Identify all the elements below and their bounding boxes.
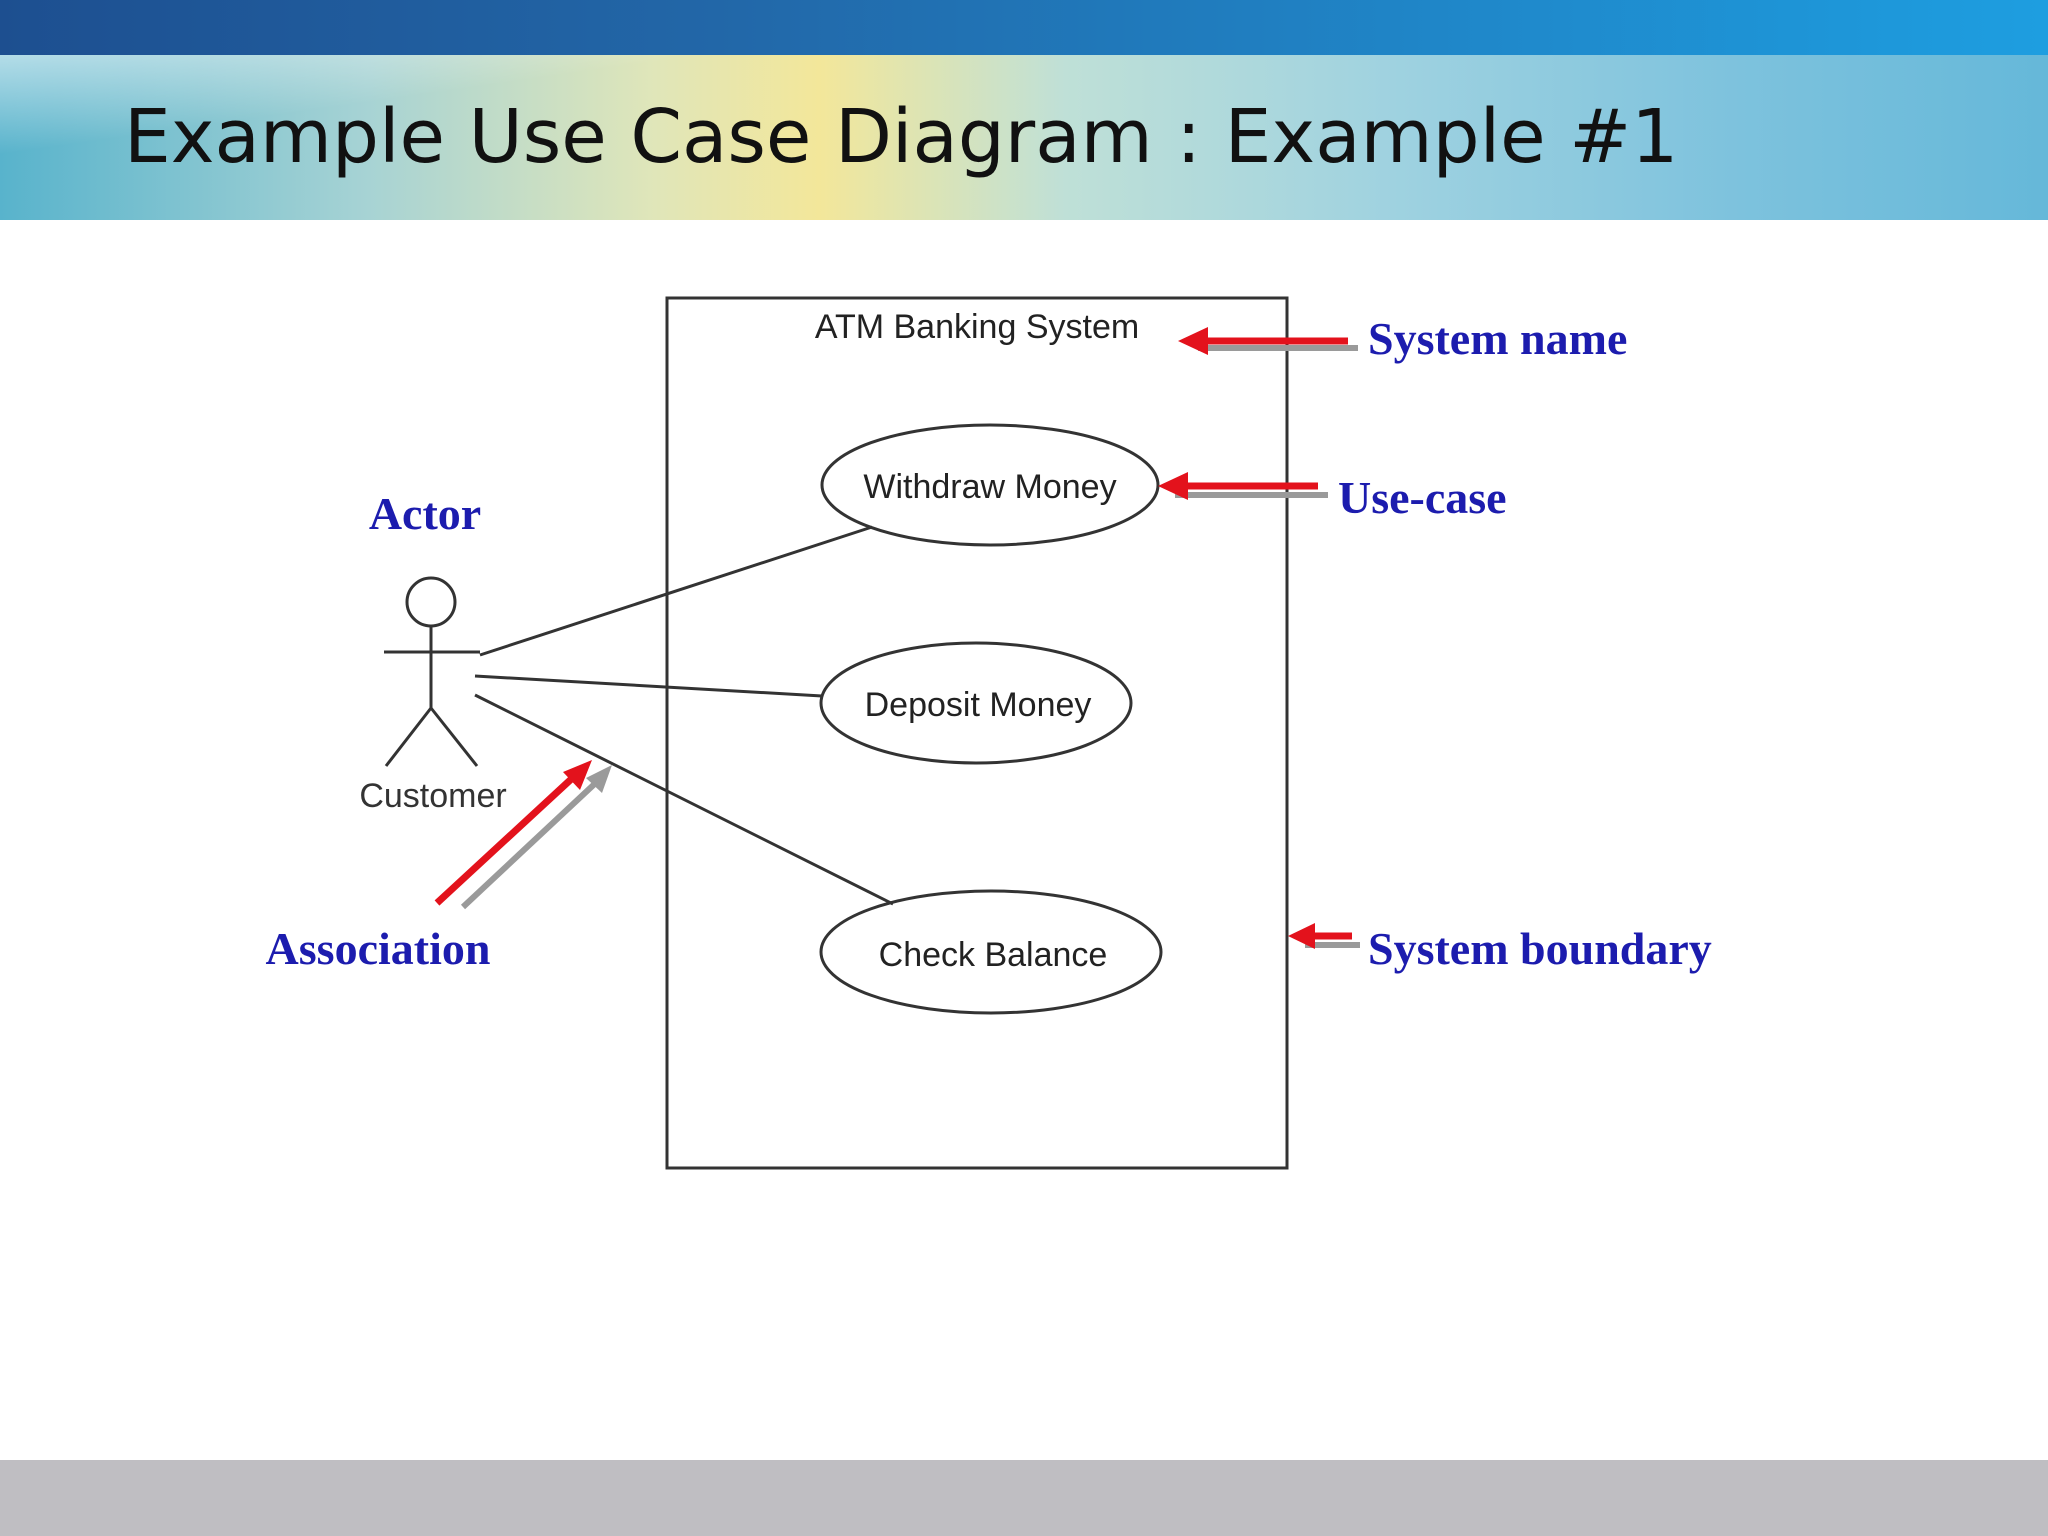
association-line-deposit: [474, 674, 823, 698]
use-case-withdraw-money: Withdraw Money: [820, 423, 1160, 547]
association-line-withdraw: [479, 525, 873, 657]
actor-right-leg: [429, 707, 479, 767]
actor-head: [405, 576, 457, 628]
use-case-label: Check Balance: [879, 936, 1108, 974]
use-case-ellipse: [819, 641, 1133, 765]
association-line-check-balance: [474, 693, 894, 906]
annotation-association: Association: [266, 923, 491, 974]
annotation-use-case: Use-case: [1338, 472, 1507, 523]
use-case-check-balance: Check Balance: [819, 889, 1163, 1015]
system-name-pointer-arrow: [1178, 327, 1358, 355]
association-pointer-arrow: [434, 760, 612, 910]
use-case-pointer-arrow: [1158, 472, 1328, 500]
use-case-label: Withdraw Money: [863, 468, 1116, 506]
annotation-actor: Actor: [369, 488, 481, 539]
use-case-label: Deposit Money: [865, 686, 1092, 724]
use-case-deposit-money: Deposit Money: [819, 641, 1133, 765]
actor-left-leg: [384, 707, 433, 767]
bottom-footer-bar: [0, 1460, 2048, 1536]
top-header-stripe: [0, 0, 2048, 55]
system-name-label: ATM Banking System: [815, 308, 1139, 346]
title-banner: [0, 55, 2048, 220]
system-boundary-pointer-arrow: [1288, 923, 1360, 949]
system-boundary-box: [665, 296, 1289, 1170]
actor-name-label: Customer: [359, 777, 506, 815]
use-case-ellipse: [820, 423, 1160, 547]
annotation-system-boundary: System boundary: [1368, 923, 1712, 974]
actor-stick-figure: [384, 576, 480, 767]
use-case-ellipse: [819, 889, 1163, 1015]
annotation-system-name: System name: [1368, 313, 1627, 364]
slide-title: Example Use Case Diagram : Example #1: [124, 94, 1679, 180]
